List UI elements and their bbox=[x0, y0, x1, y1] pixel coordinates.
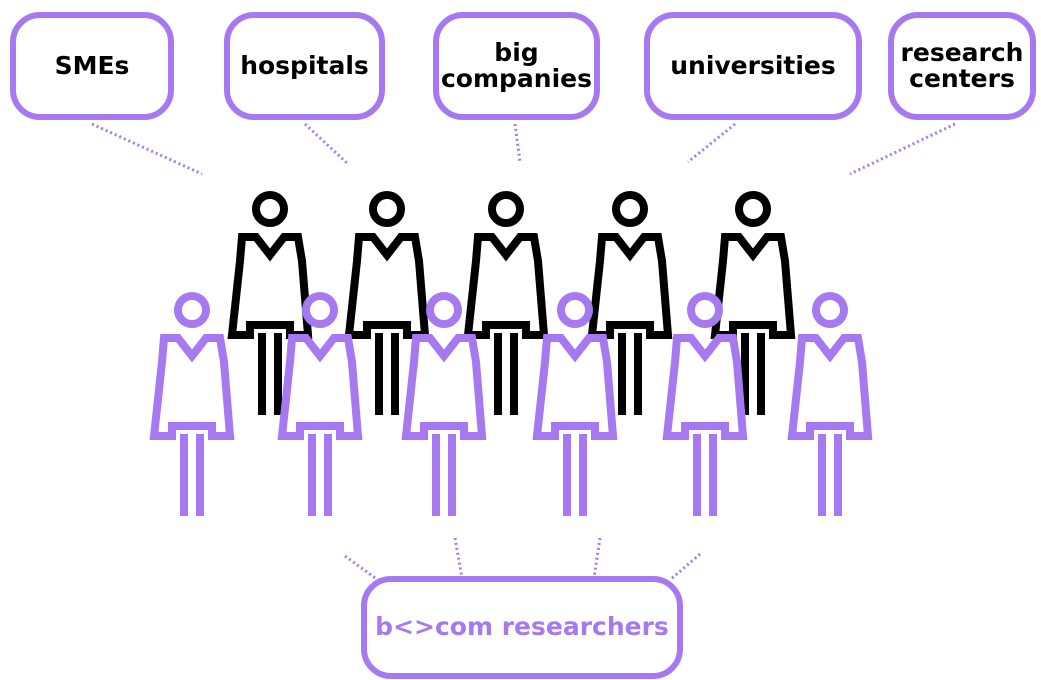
dotted-connector-line bbox=[687, 122, 736, 164]
partner-person-icon bbox=[463, 191, 549, 415]
dotted-connector-line bbox=[453, 537, 464, 579]
partner-box-hospitals: hospitals bbox=[224, 12, 385, 120]
partner-box-smes: SMEs bbox=[10, 12, 174, 120]
dotted-connector-line bbox=[344, 554, 379, 582]
partner-box-research-centers: research centers bbox=[888, 12, 1036, 120]
partner-label-universities: universities bbox=[670, 50, 836, 80]
partner-label-smes: SMEs bbox=[54, 50, 130, 80]
partner-person-icon bbox=[710, 191, 796, 415]
researcher-person-icon bbox=[532, 292, 618, 516]
partner-person-icon bbox=[344, 191, 430, 415]
connector-lines bbox=[91, 122, 956, 582]
partner-person-icon bbox=[227, 191, 313, 415]
dotted-connector-line bbox=[592, 537, 602, 579]
dotted-connector-line bbox=[303, 122, 350, 166]
dotted-connector-line bbox=[669, 552, 701, 582]
partner-people-group bbox=[227, 191, 796, 415]
dotted-connector-line bbox=[513, 123, 522, 163]
partner-box-universities: universities bbox=[644, 12, 862, 120]
researcher-person-icon bbox=[787, 292, 873, 516]
researchers-label: b<>com researchers bbox=[375, 612, 669, 642]
dotted-connector-line bbox=[849, 122, 956, 176]
researcher-person-icon bbox=[277, 292, 363, 516]
researcher-person-icon bbox=[662, 292, 748, 516]
partner-label-hospitals: hospitals bbox=[240, 50, 369, 80]
dotted-connector-line bbox=[91, 122, 203, 176]
researcher-people-group bbox=[149, 292, 873, 516]
partner-person-icon bbox=[587, 191, 673, 415]
researchers-box: b<>com researchers bbox=[361, 576, 683, 679]
researcher-person-icon bbox=[401, 292, 487, 516]
partner-box-big-companies: big companies bbox=[433, 12, 600, 120]
partner-label-research-centers: research centers bbox=[900, 37, 1024, 93]
partner-label-big-companies: big companies bbox=[440, 37, 592, 93]
researcher-person-icon bbox=[149, 292, 235, 516]
